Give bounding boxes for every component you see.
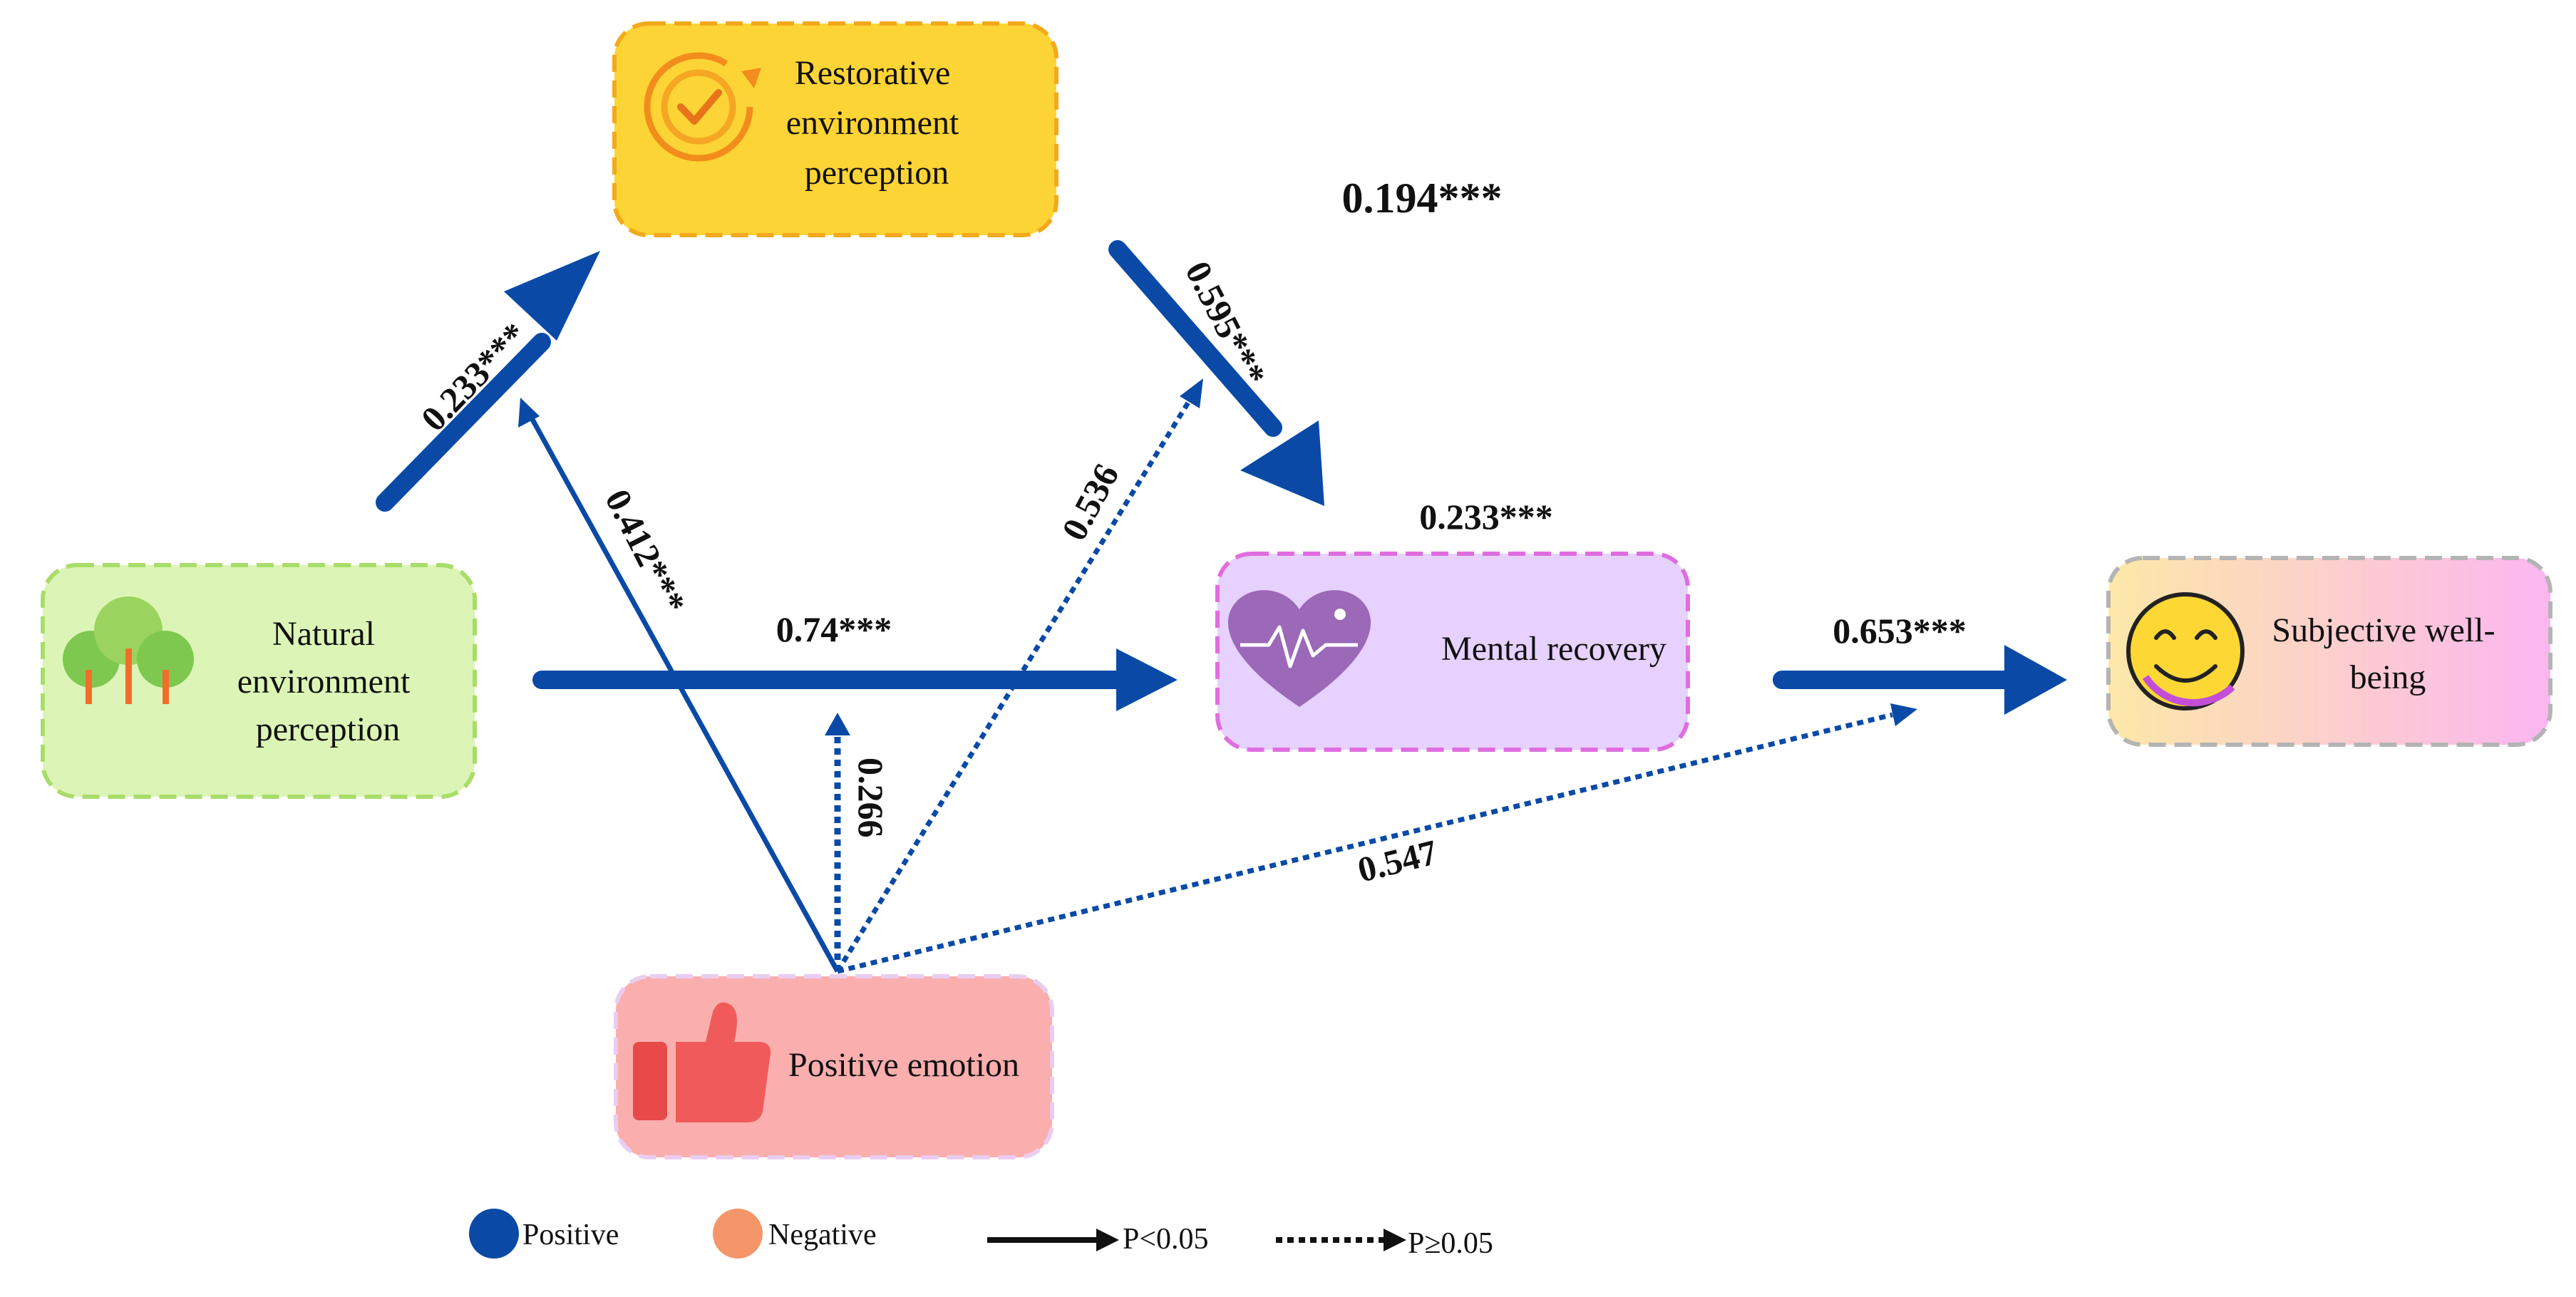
path-emotion-to-mental-swb [837,712,1893,974]
path-emotion-to-natural-restorative [528,415,840,973]
path-restorative-to-mental [1108,240,1282,437]
natural-label-line3: perception [256,710,401,748]
legend-positive-label: Positive [522,1219,619,1251]
trees-icon [63,596,194,704]
coef-emotion-to-natural-mental: 0.266 [851,758,891,838]
path-emotion-to-restorative-mental [835,398,1192,973]
swb-label-line1: Subjective well- [2272,611,2495,649]
legend: Positive Negative P<0.05 P≥0.05 [469,1209,1493,1260]
swb-label-line2: being [2350,658,2426,696]
thumbs-up-icon [633,1002,771,1122]
coef-emotion-to-mental-swb: 0.547 [1354,832,1441,890]
arrowhead-emotion-to-restorative-mental [1180,378,1203,408]
smiley-icon [2126,592,2245,710]
legend-dotted-arrowhead [1384,1229,1406,1251]
restore-cycle-icon [644,52,761,162]
paths-layer [376,240,2067,974]
swb-label: Subjective well- being [2272,611,2503,696]
coef-emotion-to-natural-restorative: 0.412*** [597,483,694,620]
coef-mental-to-swb: 0.653*** [1833,611,1967,651]
path-natural-to-restorative [376,333,551,512]
node-restorative-environment-perception: Restorative environment perception [612,21,1058,237]
positive-emotion-label: Positive emotion [788,1046,1019,1084]
restorative-label-line1: Restorative [795,54,951,92]
restorative-label-line3: perception [805,154,949,192]
coef-emotion-to-restorative-mental: 0.536 [1053,458,1126,547]
arrowhead-restorative-to-mental [1240,420,1324,506]
legend-negative-dot [713,1209,763,1259]
node-mental-recovery: Mental recovery [1215,552,1690,752]
node-natural-environment-perception: Natural environment perception [41,563,477,799]
node-positive-emotion: Positive emotion [614,974,1054,1159]
arrowhead-emotion-to-natural-mental [825,713,850,735]
natural-label-line1: Natural [272,615,375,653]
restorative-label: Restorative environment perception [786,54,968,192]
heart-pulse-icon [1227,590,1371,707]
r2-mental-label: 0.233*** [1419,497,1553,537]
arrowhead-natural-to-mental [1116,648,1178,711]
node-subjective-well-being: Subjective well- being [2106,556,2552,747]
legend-solid-arrowhead [1096,1229,1119,1251]
restorative-label-line2: environment [786,104,959,142]
arrowhead-mental-to-swb [2004,645,2067,715]
legend-negative-label: Negative [768,1219,877,1251]
arrowhead-emotion-to-mental-swb [1890,703,1917,726]
arrowhead-natural-to-restorative [504,251,600,341]
legend-positive-dot [469,1209,519,1259]
natural-label: Natural environment perception [237,615,419,748]
legend-solid-label: P<0.05 [1123,1223,1209,1256]
mental-label: Mental recovery [1441,630,1666,668]
arrowhead-emotion-to-natural-restorative [518,398,540,428]
coef-natural-to-mental: 0.74*** [776,609,892,649]
natural-label-line2: environment [237,663,411,701]
legend-dotted-label: P≥0.05 [1408,1227,1493,1260]
r2-restorative-label: 0.194*** [1342,175,1503,222]
